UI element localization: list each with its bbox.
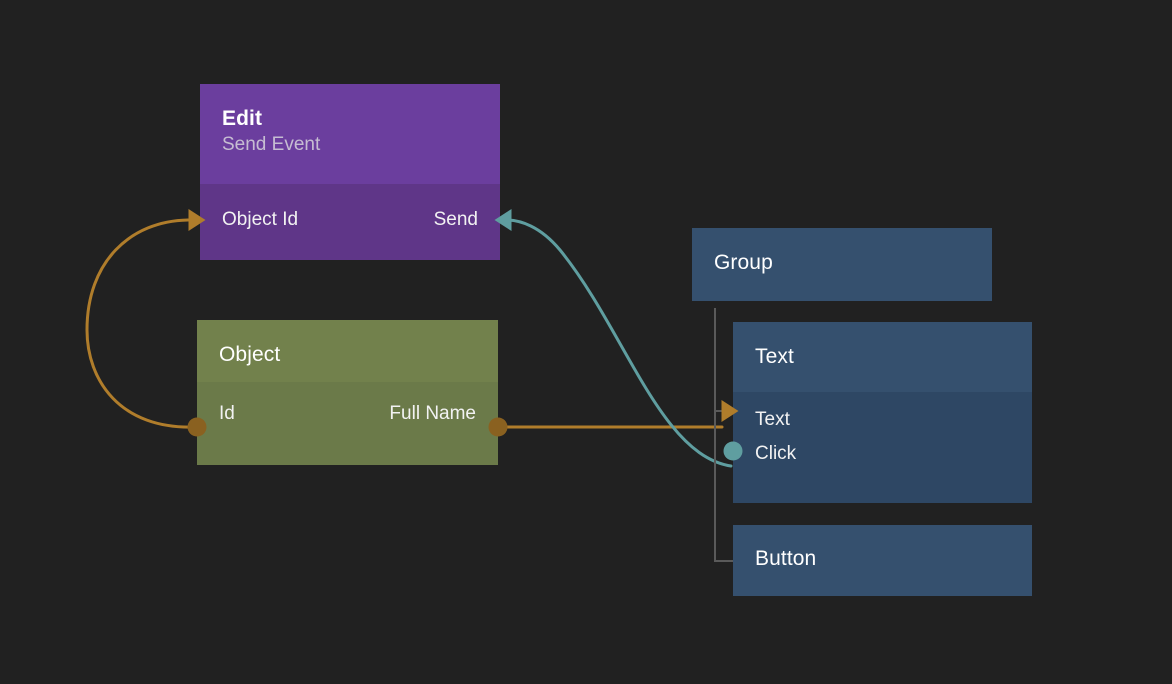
node-button-header: Button [733, 525, 1032, 596]
node-edit[interactable]: Edit Send Event Object Id Send [188, 84, 512, 260]
node-object-body: Id Full Name [187, 382, 508, 465]
port-label-send: Send [433, 209, 478, 230]
port-label-id: Id [219, 403, 235, 424]
node-object-port-row: Id Full Name [197, 382, 498, 446]
port-label-full-name: Full Name [389, 403, 476, 424]
edge-id-to-object-id [85, 218, 198, 429]
node-text-port-row-click: Click [733, 434, 1032, 474]
node-text-port-row-text: Text [733, 406, 1032, 434]
port-label-object-id: Object Id [222, 209, 299, 230]
node-group-header: Group [692, 228, 992, 301]
port-click-dot-icon[interactable] [723, 441, 743, 461]
node-text-header: Text [733, 322, 1032, 392]
node-edit-header: Edit Send Event [200, 84, 500, 184]
port-label-click: Click [755, 443, 797, 464]
port-text-arrow-icon[interactable] [721, 400, 739, 422]
node-object-title: Object [219, 343, 281, 366]
node-object-header: Object [197, 320, 498, 382]
port-object-id-arrow-icon[interactable] [188, 209, 206, 231]
node-text-title: Text [755, 345, 794, 368]
node-object[interactable]: Object Id Full Name [187, 320, 508, 465]
port-send-arrow-icon[interactable] [494, 209, 512, 231]
port-id-dot-icon[interactable] [187, 417, 207, 437]
node-text[interactable]: Text Text Click [721, 322, 1032, 503]
tree-connector-vline [714, 308, 716, 562]
node-edit-title: Edit [222, 107, 263, 130]
port-label-text: Text [755, 409, 790, 430]
node-group[interactable]: Group [692, 228, 992, 301]
node-edit-body: Object Id Send [188, 184, 512, 260]
node-button[interactable]: Button [733, 525, 1032, 596]
node-edit-subtitle: Send Event [222, 134, 321, 155]
node-group-title: Group [714, 251, 773, 274]
node-button-title: Button [755, 547, 817, 570]
tree-connector-stub-text [714, 410, 728, 412]
node-edit-port-row: Object Id Send [200, 184, 500, 256]
tree-connector-stub-button [714, 560, 733, 562]
port-full-name-dot-icon[interactable] [488, 417, 508, 437]
node-text-body: Text Click [721, 392, 1032, 503]
